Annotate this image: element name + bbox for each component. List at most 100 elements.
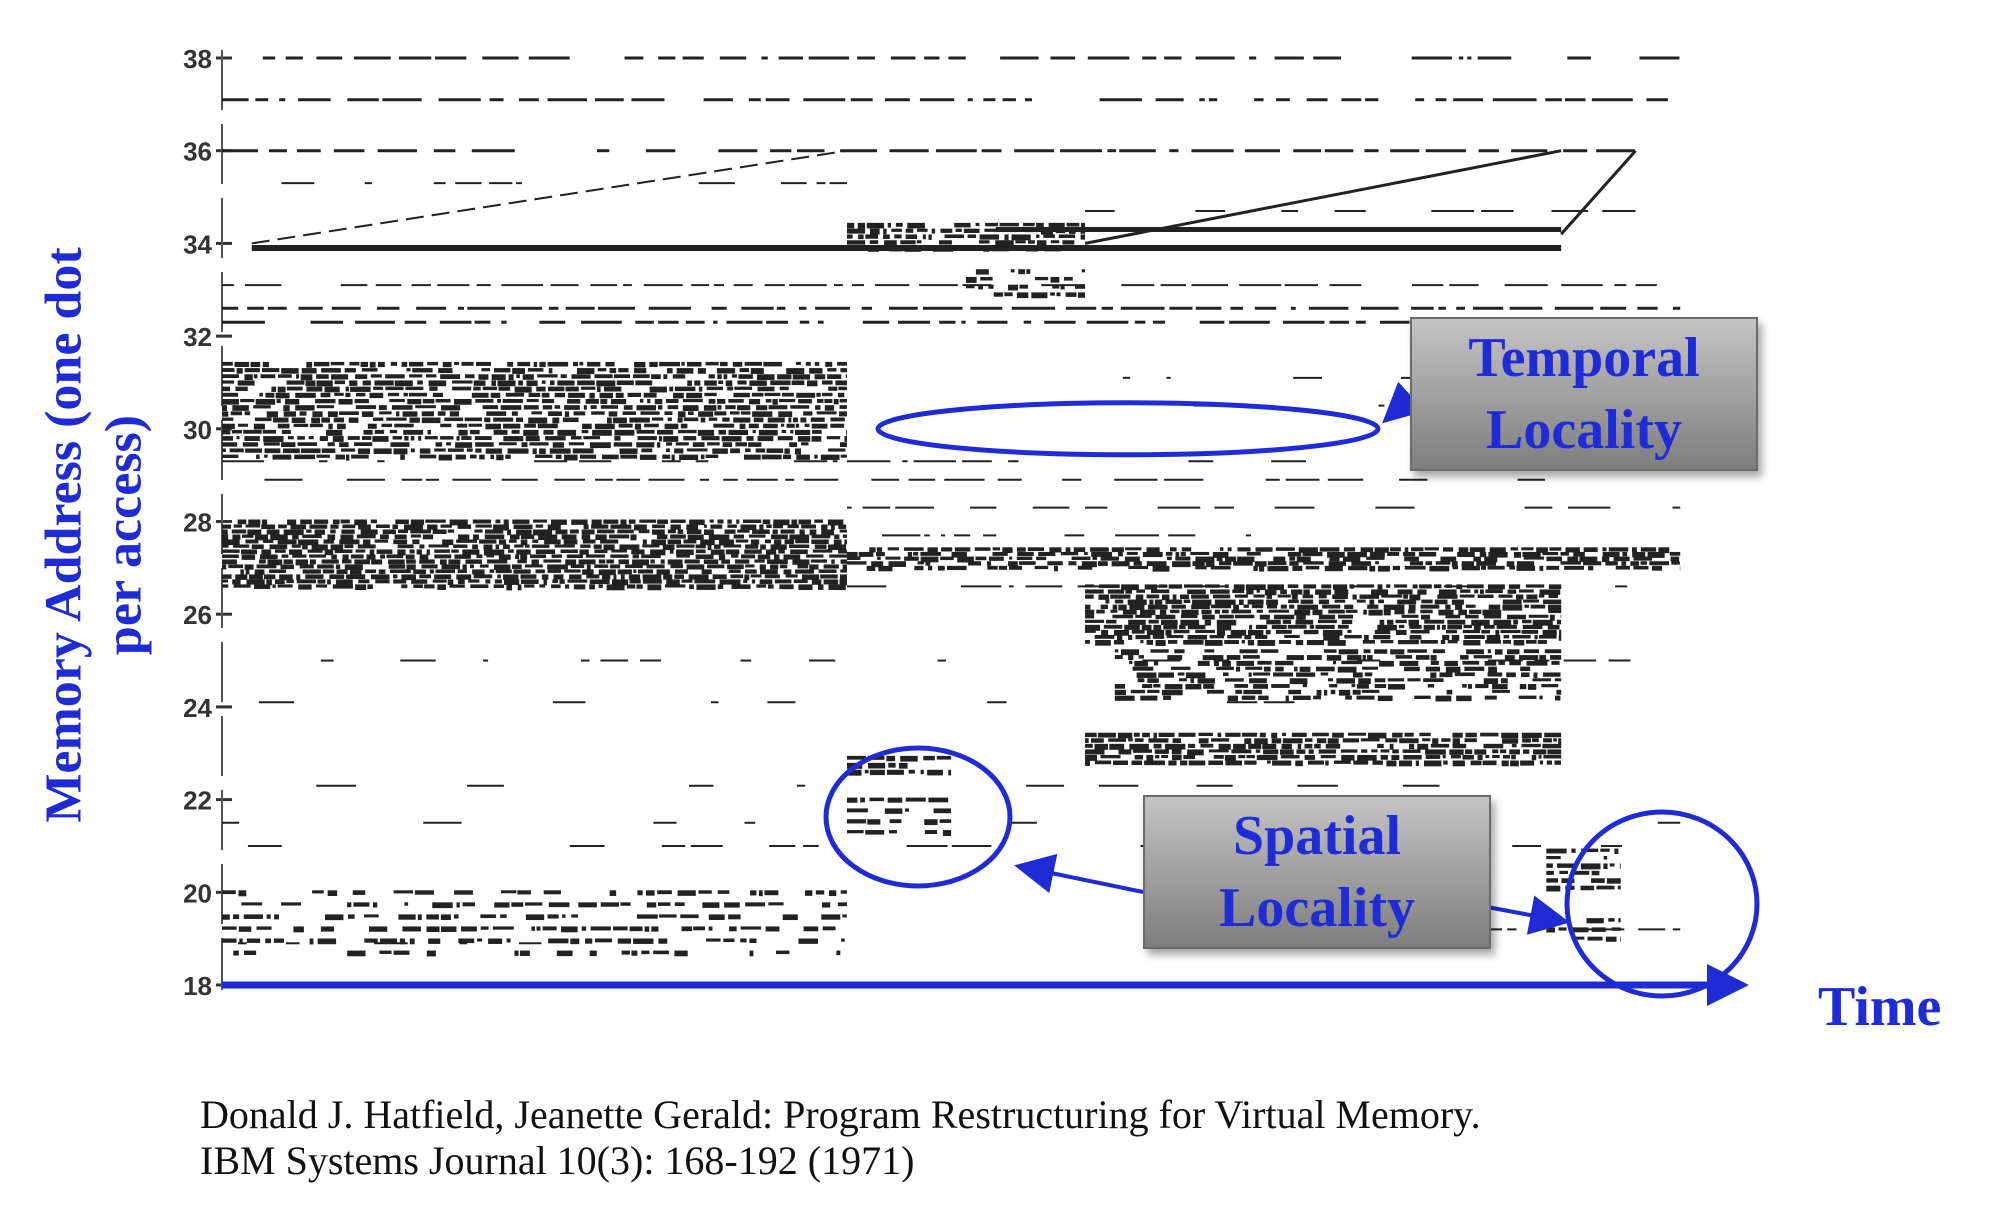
access-dot <box>1236 660 1254 666</box>
access-dot <box>687 380 692 386</box>
access-dot <box>1518 695 1537 699</box>
access-dot <box>323 539 334 544</box>
access-dot <box>1369 551 1385 557</box>
access-dot <box>1632 551 1646 558</box>
access-dot <box>565 559 577 566</box>
access-dot <box>1130 689 1146 694</box>
access-dot <box>1546 848 1567 854</box>
access-dot <box>1605 936 1617 942</box>
access-dot <box>840 890 847 894</box>
access-dot <box>533 361 538 367</box>
access-dot <box>508 374 514 381</box>
access-dot <box>1564 565 1585 570</box>
access-dot <box>255 398 276 405</box>
access-dot <box>1124 624 1140 630</box>
access-dot <box>1224 678 1244 682</box>
access-dot <box>620 574 625 580</box>
access-dot <box>1163 624 1178 630</box>
access-dot <box>1473 556 1481 562</box>
access-dot <box>678 429 697 434</box>
access-dot <box>1555 695 1561 701</box>
access-dot <box>1108 738 1127 742</box>
access-dot <box>264 448 281 454</box>
access-dot <box>1225 760 1243 766</box>
access-dot <box>767 559 788 564</box>
access-dot <box>424 584 435 589</box>
access-dot <box>245 524 261 528</box>
access-dot <box>389 429 398 434</box>
access-dot <box>947 565 967 571</box>
access-dot <box>1522 551 1541 558</box>
access-dot <box>837 392 845 398</box>
access-dot <box>1537 640 1547 644</box>
access-dot <box>335 454 346 460</box>
access-dot <box>867 819 881 825</box>
access-dot <box>484 534 505 540</box>
access-dot <box>1202 655 1224 661</box>
access-dot <box>498 386 511 391</box>
access-dot <box>738 374 753 379</box>
access-dot <box>1175 551 1180 558</box>
access-dot <box>669 386 674 392</box>
access-dot <box>1253 565 1258 572</box>
access-dot <box>1247 640 1255 646</box>
access-dot <box>355 405 376 410</box>
access-dot <box>1439 672 1453 678</box>
access-dot <box>717 374 722 379</box>
access-dot <box>1492 684 1508 690</box>
access-dot <box>634 423 642 430</box>
access-dot <box>1443 760 1448 765</box>
access-dot <box>830 417 845 422</box>
access-dot <box>1128 634 1133 640</box>
access-dot <box>686 564 705 570</box>
access-dot <box>1183 599 1191 604</box>
access-dot <box>795 423 800 428</box>
access-dot <box>222 524 232 529</box>
access-dot <box>454 890 473 895</box>
access-dot <box>525 902 543 906</box>
access-dot <box>511 564 522 569</box>
access-dot <box>806 554 824 558</box>
access-dot <box>409 417 420 423</box>
access-dot <box>222 926 237 930</box>
access-dot <box>451 380 473 384</box>
access-dot <box>297 539 319 546</box>
access-dot <box>846 755 866 760</box>
access-dot <box>1502 754 1510 759</box>
access-dot <box>1065 246 1086 251</box>
access-dot <box>812 549 833 553</box>
access-dot <box>1473 624 1481 631</box>
access-dot <box>800 417 807 423</box>
access-dot <box>609 564 621 569</box>
access-dot <box>1138 655 1144 659</box>
access-dot <box>1389 743 1394 750</box>
access-dot <box>1197 678 1216 684</box>
access-dot <box>528 392 541 398</box>
access-dot <box>332 584 354 589</box>
access-dot <box>637 436 657 441</box>
access-dot <box>1462 660 1480 665</box>
access-dot <box>641 950 650 955</box>
access-dot <box>535 569 545 574</box>
access-dot <box>937 565 945 571</box>
access-dot <box>222 554 239 559</box>
access-dot <box>369 361 376 368</box>
access-dot <box>380 534 389 540</box>
access-dot <box>1023 222 1035 227</box>
access-dot <box>865 234 879 239</box>
access-dot <box>686 361 702 367</box>
access-dot <box>1342 556 1361 562</box>
access-dot <box>1009 556 1013 560</box>
access-dot <box>1241 732 1258 737</box>
access-dot <box>470 584 489 589</box>
access-dot <box>1633 565 1649 570</box>
access-dot <box>674 902 685 907</box>
access-dot <box>262 361 269 368</box>
access-dot <box>662 454 671 459</box>
access-dot <box>907 222 925 229</box>
access-dot <box>1325 743 1341 749</box>
access-dot <box>1420 640 1438 644</box>
access-dot <box>784 539 794 545</box>
access-dot <box>507 361 514 367</box>
access-dot <box>828 386 838 391</box>
